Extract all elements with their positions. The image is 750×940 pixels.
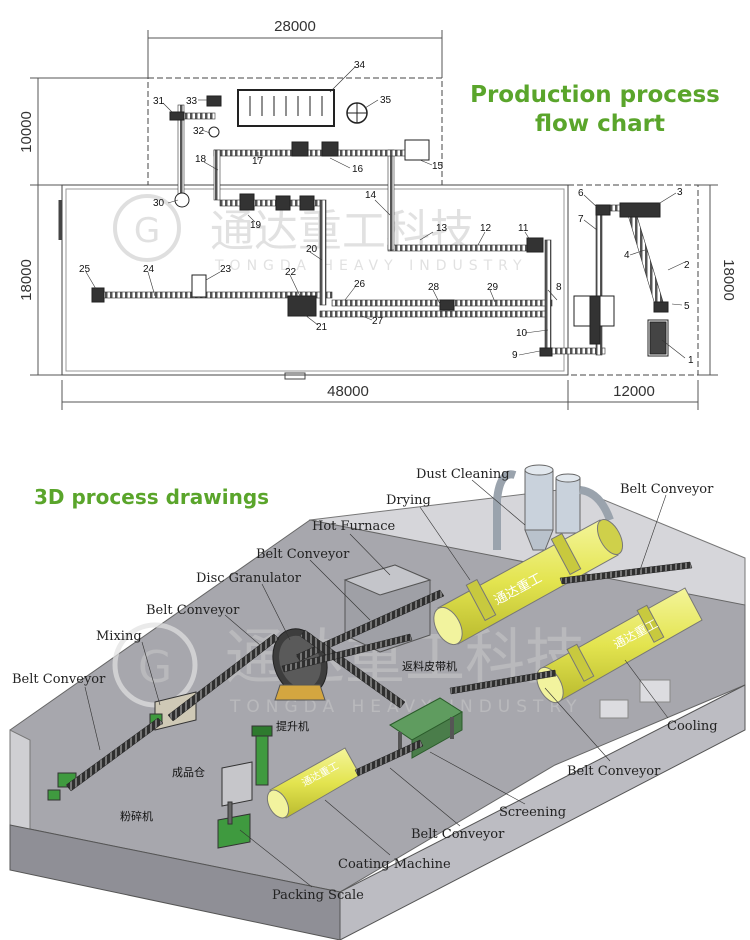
dim-top: 28000 xyxy=(274,18,316,35)
callout-10: 10 xyxy=(516,328,528,339)
dim-bottom-right: 12000 xyxy=(613,383,655,400)
callout-25: 25 xyxy=(79,264,91,275)
callout-31: 31 xyxy=(153,96,165,107)
dimension-lines xyxy=(30,30,718,410)
callout-16: 16 xyxy=(352,164,364,175)
label-packing-scale: Packing Scale xyxy=(272,888,364,903)
callout-30: 30 xyxy=(153,198,165,209)
callout-15: 15 xyxy=(432,161,444,172)
process-3d-drawing: G 通达重工科技 TONGDA HEAVY INDUSTRY 通达重工 通达重工 xyxy=(9,464,746,940)
hot-furnace xyxy=(343,564,432,653)
label-disc-granulator: Disc Granulator xyxy=(196,571,302,586)
drying-drum: 通达重工 xyxy=(433,519,624,646)
callout-33: 33 xyxy=(186,96,198,107)
callout-20: 20 xyxy=(306,244,318,255)
label-mixing: Mixing xyxy=(96,629,142,644)
label-belt-conveyor-right: Belt Conveyor xyxy=(567,764,661,779)
label-belt-conveyor-top-right: Belt Conveyor xyxy=(620,482,714,497)
callout-29: 29 xyxy=(487,282,499,293)
svg-text:TONGDA HEAVY INDUSTRY: TONGDA HEAVY INDUSTRY xyxy=(214,258,528,274)
dim-left-lower: 18000 xyxy=(18,259,35,301)
callout-8: 8 xyxy=(556,282,562,293)
drawing-title: 3D process drawings xyxy=(34,485,269,509)
cn-label-elevator: 提升机 xyxy=(276,719,309,733)
callout-24: 24 xyxy=(143,264,155,275)
label-belt-conveyor-left: Belt Conveyor xyxy=(12,672,106,687)
dim-left-upper: 10000 xyxy=(18,111,35,153)
plan-title-line1: Production process xyxy=(470,82,720,108)
callout-11: 11 xyxy=(518,223,529,234)
dim-bottom-main: 48000 xyxy=(327,383,369,400)
label-cooling: Cooling xyxy=(667,719,718,734)
cn-label-return-belt: 返料皮带机 xyxy=(402,659,457,673)
label-belt-conveyor-lower: Belt Conveyor xyxy=(411,827,505,842)
callout-18: 18 xyxy=(195,154,207,165)
plan-watermark: G 通达重工科技 TONGDA HEAVY INDUSTRY xyxy=(113,194,528,274)
cn-label-product-bin: 成品仓 xyxy=(172,765,205,779)
callout-14: 14 xyxy=(365,190,377,201)
callout-26: 26 xyxy=(354,279,366,290)
screening-machine xyxy=(389,697,463,759)
label-drying: Drying xyxy=(386,493,431,508)
callout-9: 9 xyxy=(512,350,518,361)
svg-text:G: G xyxy=(134,211,160,251)
callout-34: 34 xyxy=(354,60,366,71)
callout-19: 19 xyxy=(250,220,262,231)
callout-22: 22 xyxy=(285,267,297,278)
plan-equipment xyxy=(91,89,669,357)
label-belt-conveyor-mid: Belt Conveyor xyxy=(146,603,240,618)
building-3d xyxy=(9,487,746,940)
callout-23: 23 xyxy=(220,264,232,275)
callout-27: 27 xyxy=(372,316,384,327)
dim-right: 18000 xyxy=(720,259,737,301)
callout-1: 1 xyxy=(688,355,694,366)
drawing-cn-labels: 返料皮带机 提升机 成品仓 粉碎机 xyxy=(120,659,457,823)
plan-flow-chart: 28000 10000 18000 18000 48000 12000 G 通达… xyxy=(18,18,737,410)
plan-leaders xyxy=(85,66,686,359)
callout-6: 6 xyxy=(578,188,584,199)
label-belt-conveyor-upper: Belt Conveyor xyxy=(256,547,350,562)
callout-12: 12 xyxy=(480,223,492,234)
building-outline xyxy=(58,77,699,380)
cn-label-crusher: 粉碎机 xyxy=(120,809,153,823)
label-dust-cleaning: Dust Cleaning xyxy=(416,467,510,482)
callout-3: 3 xyxy=(677,187,683,198)
dust-cleaning-unit xyxy=(493,464,614,551)
callout-32: 32 xyxy=(193,126,205,137)
callout-4: 4 xyxy=(624,250,630,261)
drawing-leaders xyxy=(84,479,669,888)
callout-35: 35 xyxy=(380,95,392,106)
label-hot-furnace: Hot Furnace xyxy=(312,519,396,534)
callout-7: 7 xyxy=(578,214,584,225)
callout-21: 21 xyxy=(316,322,328,333)
svg-text:G: G xyxy=(138,642,172,693)
callout-2: 2 xyxy=(684,260,690,271)
callout-17: 17 xyxy=(252,156,264,167)
label-screening: Screening xyxy=(499,805,566,820)
label-coating-machine: Coating Machine xyxy=(338,857,451,872)
callout-13: 13 xyxy=(436,223,448,234)
drawing-labels: Dust Cleaning Drying Belt Conveyor Hot F… xyxy=(12,467,718,903)
plan-callouts: 1 2 3 4 5 6 7 8 9 10 11 12 13 14 15 16 1… xyxy=(79,60,694,366)
plan-title-line2: flow chart xyxy=(535,111,665,137)
callout-5: 5 xyxy=(684,301,690,312)
svg-text:TONGDA HEAVY INDUSTRY: TONGDA HEAVY INDUSTRY xyxy=(229,697,583,717)
belt-conveyors-3d xyxy=(65,561,693,792)
callout-28: 28 xyxy=(428,282,440,293)
